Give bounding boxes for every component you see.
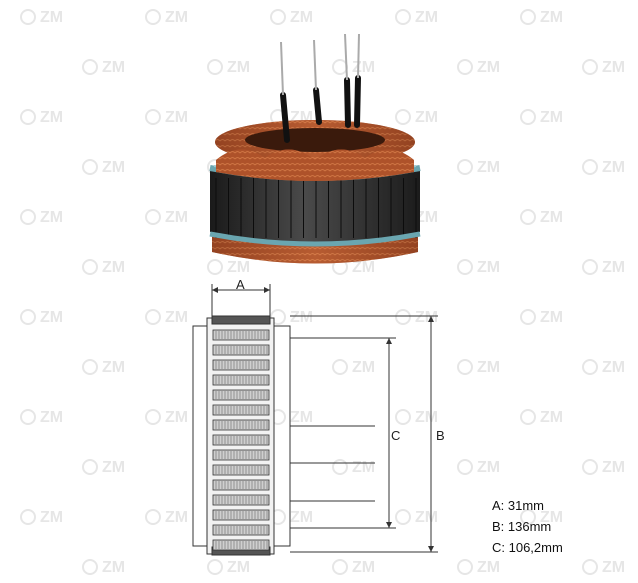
svg-text:ZM: ZM: [477, 259, 500, 276]
svg-text:ZM: ZM: [165, 9, 188, 26]
svg-text:ZM: ZM: [165, 109, 188, 126]
stator-core: [210, 170, 420, 242]
svg-text:ZM: ZM: [540, 509, 563, 526]
dimension-b-label: B: [436, 428, 445, 443]
spec-b: B: 136mm: [492, 519, 552, 534]
svg-text:ZM: ZM: [290, 509, 313, 526]
svg-text:ZM: ZM: [165, 309, 188, 326]
svg-text:ZM: ZM: [102, 159, 125, 176]
svg-text:ZM: ZM: [415, 409, 438, 426]
svg-text:ZM: ZM: [227, 559, 250, 576]
svg-text:ZM: ZM: [290, 309, 313, 326]
spec-c: C: 106,2mm: [492, 540, 563, 555]
svg-text:ZM: ZM: [540, 409, 563, 426]
svg-text:ZM: ZM: [540, 309, 563, 326]
svg-text:ZM: ZM: [415, 109, 438, 126]
svg-text:ZM: ZM: [602, 159, 625, 176]
svg-text:ZM: ZM: [602, 559, 625, 576]
svg-text:ZM: ZM: [540, 9, 563, 26]
svg-text:ZM: ZM: [40, 209, 63, 226]
svg-text:ZM: ZM: [227, 259, 250, 276]
svg-text:ZM: ZM: [602, 459, 625, 476]
svg-text:ZM: ZM: [415, 9, 438, 26]
svg-text:ZM: ZM: [540, 109, 563, 126]
svg-text:ZM: ZM: [165, 209, 188, 226]
svg-text:ZM: ZM: [40, 509, 63, 526]
svg-text:ZM: ZM: [477, 59, 500, 76]
svg-text:ZM: ZM: [352, 259, 375, 276]
svg-text:ZM: ZM: [352, 359, 375, 376]
lead-wires: [280, 33, 361, 143]
svg-text:ZM: ZM: [290, 409, 313, 426]
svg-text:ZM: ZM: [477, 159, 500, 176]
svg-text:ZM: ZM: [165, 509, 188, 526]
svg-text:ZM: ZM: [602, 359, 625, 376]
svg-text:ZM: ZM: [40, 9, 63, 26]
svg-text:ZM: ZM: [102, 459, 125, 476]
dimension-c-label: C: [391, 428, 401, 443]
svg-text:ZM: ZM: [415, 209, 438, 226]
dimension-a-label: A: [236, 277, 245, 292]
svg-text:ZM: ZM: [477, 459, 500, 476]
svg-text:ZM: ZM: [540, 209, 563, 226]
svg-text:ZM: ZM: [102, 59, 125, 76]
svg-text:ZM: ZM: [352, 559, 375, 576]
svg-text:ZM: ZM: [165, 409, 188, 426]
spec-a: A: 31mm: [492, 498, 545, 513]
svg-text:ZM: ZM: [102, 359, 125, 376]
svg-text:ZM: ZM: [40, 409, 63, 426]
svg-text:ZM: ZM: [602, 59, 625, 76]
insulation-bottom: [209, 231, 421, 247]
svg-text:ZM: ZM: [477, 559, 500, 576]
svg-text:ZM: ZM: [102, 259, 125, 276]
svg-text:ZM: ZM: [102, 559, 125, 576]
svg-text:ZM: ZM: [415, 509, 438, 526]
svg-text:ZM: ZM: [602, 259, 625, 276]
svg-text:ZM: ZM: [477, 359, 500, 376]
svg-text:ZM: ZM: [40, 309, 63, 326]
svg-text:ZM: ZM: [40, 109, 63, 126]
svg-text:ZM: ZM: [290, 9, 313, 26]
spec-list: A: 31mm B: 136mm C: 106,2mm: [492, 495, 563, 558]
svg-text:ZM: ZM: [227, 59, 250, 76]
